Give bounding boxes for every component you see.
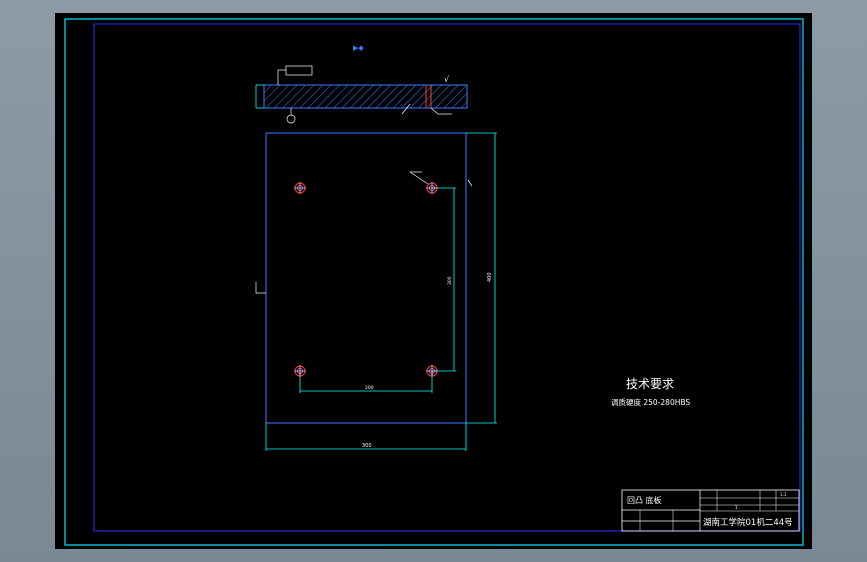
datum-box (285, 65, 313, 76)
leader-hole (409, 171, 429, 185)
roughness-symbol: √ (444, 75, 450, 84)
roughness-leader (430, 107, 439, 115)
datum-circle (286, 114, 296, 124)
hole-top-left (294, 182, 306, 194)
title-scale: 1:1 (780, 492, 787, 497)
title-sheet: 1 (735, 505, 738, 510)
outer-frame (64, 18, 804, 546)
title-school: 湖南工学院01机二44号 (703, 517, 793, 528)
dim-width-label: 300 (362, 443, 372, 449)
dim-hole-y-label: 300 (447, 276, 453, 285)
section-plate (263, 84, 468, 109)
section-view: √ (255, 65, 468, 124)
plan-view: 400 300 200 300 (255, 132, 497, 451)
inner-frame (93, 23, 801, 532)
dim-height-label: 400 (487, 272, 493, 282)
right-mark (467, 179, 473, 187)
title-part-name: 回凸 底板 (627, 495, 662, 505)
hole-top-right (426, 182, 438, 194)
dim-hole-x-label: 200 (365, 385, 374, 391)
tech-req-line1: 调质硬度 250-280HBS (611, 397, 690, 407)
tech-req-title: 技术要求 (626, 377, 674, 391)
top-marker: ▶◆ (353, 44, 364, 52)
title-block: 回凸 底板 1:1 1 湖南工学院01机二44号 (621, 489, 800, 532)
hole-bottom-left (294, 365, 306, 377)
hole-bottom-right (426, 365, 438, 377)
section-arrow (401, 103, 411, 115)
plate-outline (265, 132, 467, 424)
